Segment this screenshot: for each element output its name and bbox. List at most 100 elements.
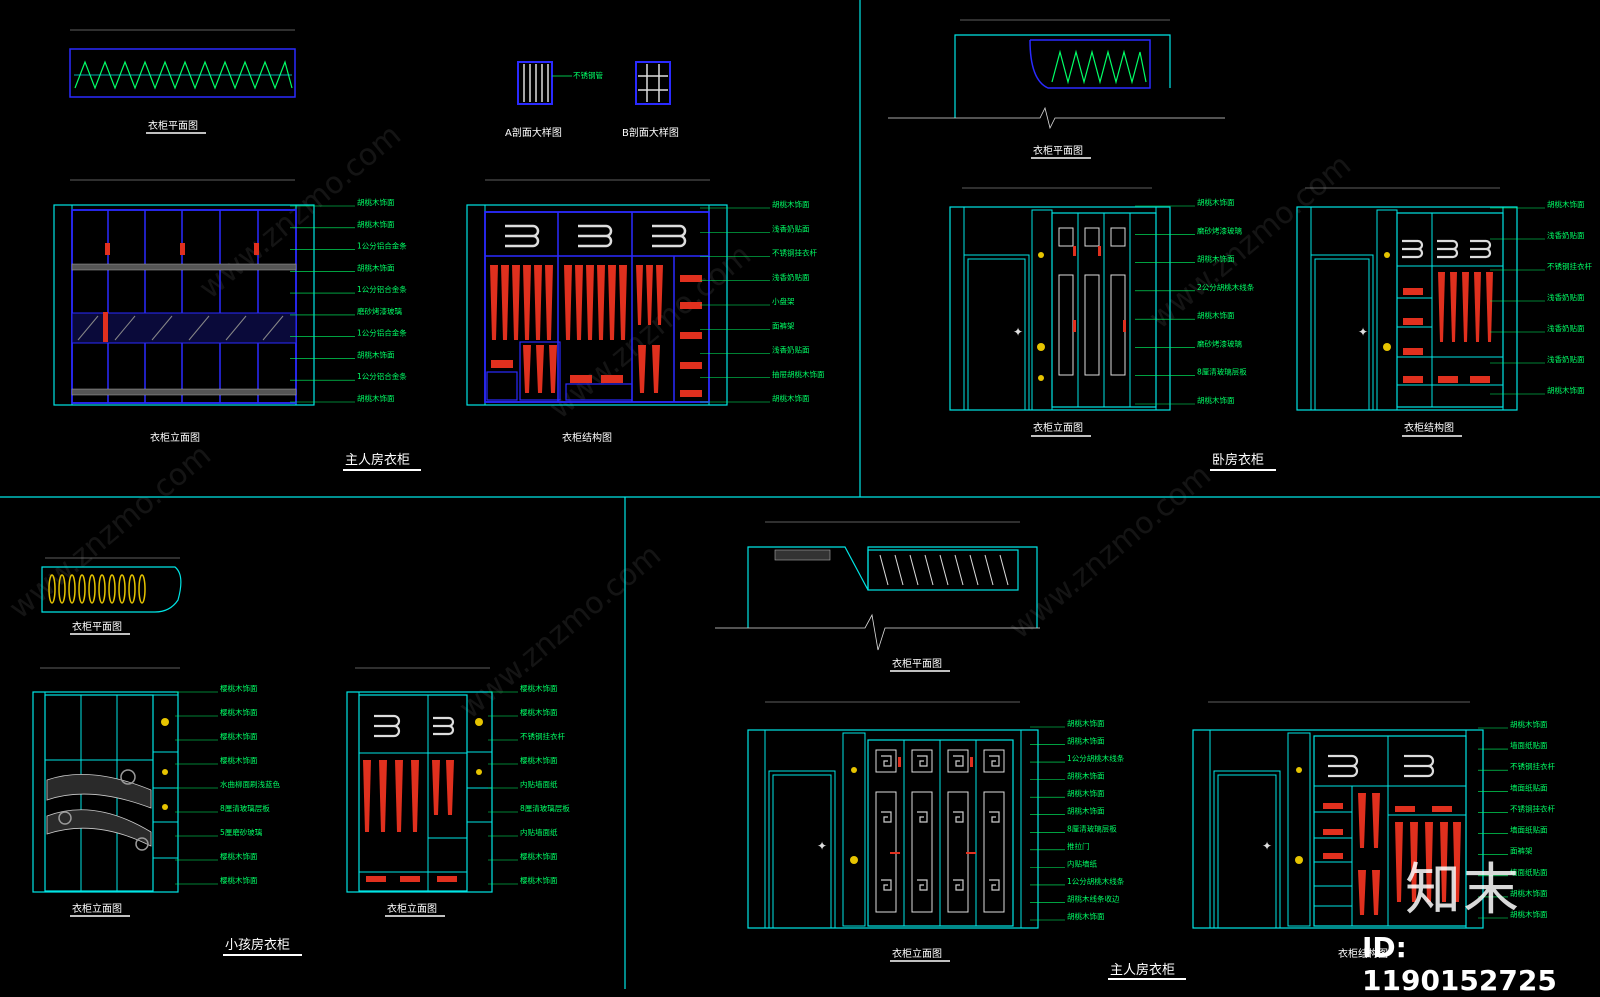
annotation-note: 浅香奶贴面 — [1547, 323, 1585, 333]
annotation-note: 胡桃木饰面 — [1067, 911, 1105, 921]
annotation-note: 胡桃木饰面 — [357, 219, 395, 229]
annotation-note: 胡桃木饰面 — [1197, 197, 1235, 207]
annotation-note: 樱桃木饰面 — [220, 683, 258, 693]
annotation-note: 樱桃木饰面 — [220, 731, 258, 741]
annotation-note: 胡桃木饰面 — [1510, 719, 1548, 729]
annotation-note: 胡桃木饰面 — [1197, 310, 1235, 320]
annotation-note: 浅香奶贴面 — [772, 272, 810, 282]
annotation-note: 胡桃木饰面 — [357, 393, 395, 403]
annotation-note: 墙面纸贴面 — [1510, 825, 1548, 835]
plan-title: 衣柜平面图 — [1033, 144, 1083, 157]
section-b-title: B剖面大样图 — [622, 126, 679, 139]
annotation-note: 胡桃木饰面 — [1197, 254, 1235, 264]
annotation-note: 胡桃木饰面 — [1197, 395, 1235, 405]
annotation-note: 浅香奶贴面 — [1547, 292, 1585, 302]
svg-text:✦: ✦ — [1358, 325, 1368, 339]
annotation-note: 不锈钢挂衣杆 — [772, 248, 817, 258]
annotation-note: 胡桃木饰面 — [1510, 888, 1548, 898]
elevation-2-notes: 樱桃木饰面樱桃木饰面不锈钢挂衣杆樱桃木饰面内贴墙面纸8厘清玻璃层板内贴墙面纸樱桃… — [488, 683, 570, 885]
elevation-notes: 胡桃木饰面磨砂烤漆玻璃胡桃木饰面2公分胡桃木线条胡桃木饰面磨砂烤漆玻璃8厘清玻璃… — [1135, 197, 1255, 405]
wardrobe-structure-drawing: ✦ — [1192, 701, 1484, 929]
wardrobe-plan-drawing — [715, 521, 1040, 651]
panel-master-room-wardrobe-top: 衣柜平面图 不锈钢管 A剖面大样图 B剖面大样图 — [53, 29, 825, 471]
annotation-note: 面裤架 — [772, 320, 795, 330]
annotation-note: 樱桃木饰面 — [220, 755, 258, 765]
annotation-note: 墙面纸贴面 — [1510, 867, 1548, 877]
annotation-note: 1公分铝合金条 — [357, 371, 407, 381]
annotation-note: 墙面纸贴面 — [1510, 740, 1548, 750]
annotation-note: 樱桃木饰面 — [520, 755, 558, 765]
plan-title: 衣柜平面图 — [72, 620, 122, 633]
elevation-notes: 樱桃木饰面樱桃木饰面樱桃木饰面樱桃木饰面水曲柳面刷浅蓝色8厘清玻璃层板5厘磨砂玻… — [175, 683, 280, 885]
wardrobe-plan-drawing — [41, 557, 182, 613]
annotation-note: 磨砂烤漆玻璃 — [357, 306, 402, 316]
section-a-title: A剖面大样图 — [505, 126, 562, 139]
section-title: 主人房衣柜 — [345, 452, 410, 468]
wardrobe-elevation-drawing: ✦ — [949, 187, 1171, 411]
annotation-note: 1公分铝合金条 — [357, 241, 407, 251]
annotation-note: 2公分胡桃木线条 — [1197, 282, 1255, 292]
annotation-note: 胡桃木饰面 — [357, 197, 395, 207]
annotation-note: 胡桃木饰面 — [357, 262, 395, 272]
annotation-note: 浅香奶贴面 — [1547, 230, 1585, 240]
annotation-note: 不锈钢挂衣杆 — [1510, 803, 1555, 813]
annotation-note: 胡桃木饰面 — [1547, 199, 1585, 209]
annotation-note: 不锈钢挂衣杆 — [1547, 261, 1592, 271]
watermark-text: www.znzmo.com — [193, 118, 408, 307]
annotation-note: 樱桃木饰面 — [520, 707, 558, 717]
annotation-note: 胡桃木饰面 — [772, 199, 810, 209]
annotation-note: 樱桃木饰面 — [220, 707, 258, 717]
annotation-note: 抽屉胡桃木饰面 — [772, 369, 825, 379]
panel-master-room-wardrobe-bottom: 衣柜平面图 ✦ — [715, 521, 1555, 980]
watermark-text: www.znzmo.com — [453, 538, 668, 727]
annotation-note: 胡桃木饰面 — [357, 349, 395, 359]
annotation-note: 浅香奶贴面 — [772, 223, 810, 233]
annotation-note: 胡桃木线条收边 — [1067, 893, 1120, 903]
panel-kids-room-wardrobe: 衣柜平面图 樱桃木饰面樱桃木饰面樱桃木饰面樱桃木饰面水曲柳面刷浅蓝色8厘清玻璃层… — [32, 557, 570, 956]
section-detail-b — [635, 61, 671, 105]
annotation-note: 墙面纸贴面 — [1510, 782, 1548, 792]
structure-notes: 胡桃木饰面浅香奶贴面不锈钢挂衣杆浅香奶贴面小盘架面裤架浅香奶贴面抽屉胡桃木饰面胡… — [700, 199, 825, 403]
structure-title: 衣柜结构图 — [1404, 421, 1454, 434]
annotation-note: 内贴墙面纸 — [520, 827, 558, 837]
annotation-note: 8厘清玻璃层板 — [520, 803, 570, 813]
wardrobe-plan-drawing — [69, 29, 296, 98]
wardrobe-elevation-drawing-2 — [346, 667, 493, 893]
annotation-note: 胡桃木饰面 — [1067, 736, 1105, 746]
elevation-title: 衣柜立面图 — [72, 902, 122, 915]
structure-notes: 胡桃木饰面墙面纸贴面不锈钢挂衣杆墙面纸贴面不锈钢挂衣杆墙面纸贴面面裤架墙面纸贴面… — [1478, 719, 1555, 919]
annotation-note: 胡桃木饰面 — [1547, 385, 1585, 395]
structure-title: 衣柜结构图 — [1338, 947, 1388, 960]
plan-title: 衣柜平面图 — [148, 119, 198, 132]
annotation-note: 浅香奶贴面 — [772, 345, 810, 355]
watermark-layer: www.znzmo.com www.znzmo.com www.znzmo.co… — [3, 118, 1358, 727]
watermark-text: www.znzmo.com — [1143, 148, 1358, 337]
elevation-title: 衣柜立面图 — [1033, 421, 1083, 434]
annotation-note: 胡桃木饰面 — [1067, 771, 1105, 781]
annotation-note: 磨砂烤漆玻璃 — [1197, 338, 1242, 348]
annotation-note: 内贴墙面纸 — [520, 779, 558, 789]
section-title: 主人房衣柜 — [1110, 962, 1175, 978]
wardrobe-elevation-drawing — [53, 179, 315, 406]
annotation-note: 内贴墙纸 — [1067, 858, 1097, 868]
annotation-note: 推拉门 — [1067, 841, 1090, 851]
annotation-note: 樱桃木饰面 — [520, 875, 558, 885]
annotation-note: 1公分胡桃木线条 — [1067, 753, 1125, 763]
annotation-note: 8厘清玻璃层板 — [220, 803, 270, 813]
annotation-note: 樱桃木饰面 — [220, 875, 258, 885]
annotation-note: 8厘清玻璃层板 — [1067, 823, 1117, 833]
annotation-note: 1公分铝合金条 — [357, 328, 407, 338]
wardrobe-elevation-drawing: ✦ — [747, 701, 1039, 929]
annotation-note: 胡桃木饰面 — [1510, 909, 1548, 919]
annotation-note: 胡桃木饰面 — [1067, 788, 1105, 798]
annotation-note: 不锈钢挂衣杆 — [1510, 761, 1555, 771]
annotation-note: 磨砂烤漆玻璃 — [1197, 225, 1242, 235]
svg-text:✦: ✦ — [1013, 325, 1023, 339]
wardrobe-elevation-drawing — [32, 667, 180, 893]
annotation-note: 8厘清玻璃层板 — [1197, 367, 1247, 377]
annotation-note: 胡桃木饰面 — [772, 393, 810, 403]
annotation-note: 浅香奶贴面 — [1547, 354, 1585, 364]
